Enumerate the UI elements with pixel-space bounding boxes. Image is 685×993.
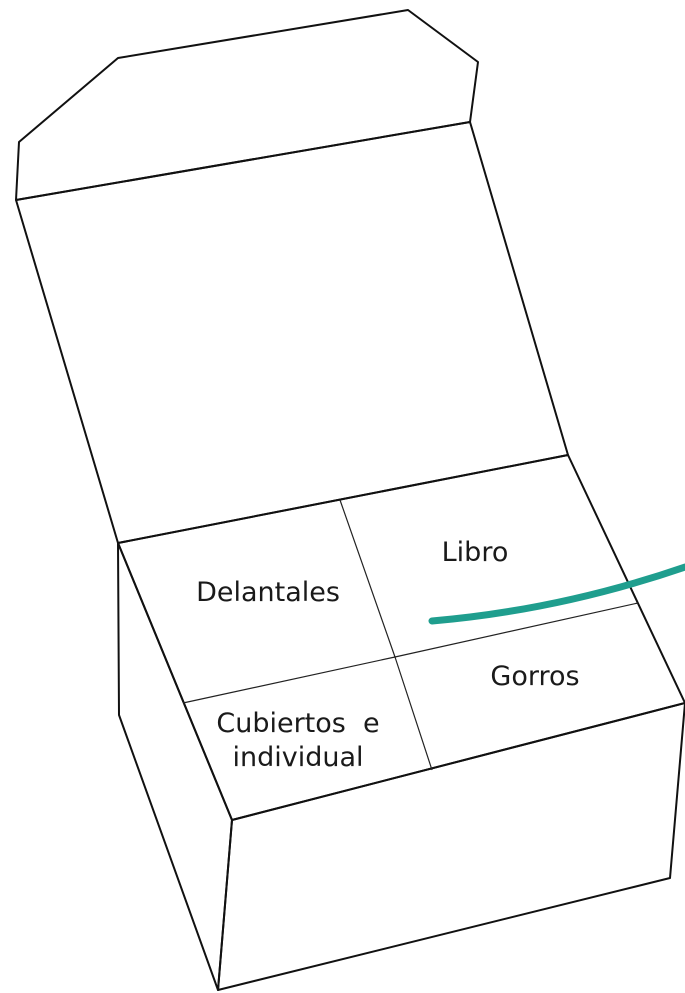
divider-vertical-left — [339, 499, 396, 658]
section-label-libro: Libro — [441, 537, 509, 568]
lid-flap — [15, 9, 479, 201]
divider-horizontal-left — [182, 656, 396, 704]
section-label-cubiertos-line2: individual — [232, 742, 364, 773]
lid-panel — [15, 121, 569, 544]
section-label-cubiertos: Cubiertos e individual — [198, 707, 398, 775]
section-label-delantales: Delantales — [196, 577, 340, 608]
divider-horizontal-right — [394, 602, 639, 658]
section-label-cubiertos-line1: Cubiertos e — [216, 708, 380, 739]
accent-curve — [428, 563, 685, 625]
section-label-gorros: Gorros — [490, 661, 580, 692]
box-front-face — [217, 702, 685, 991]
divider-vertical-right — [394, 656, 433, 771]
